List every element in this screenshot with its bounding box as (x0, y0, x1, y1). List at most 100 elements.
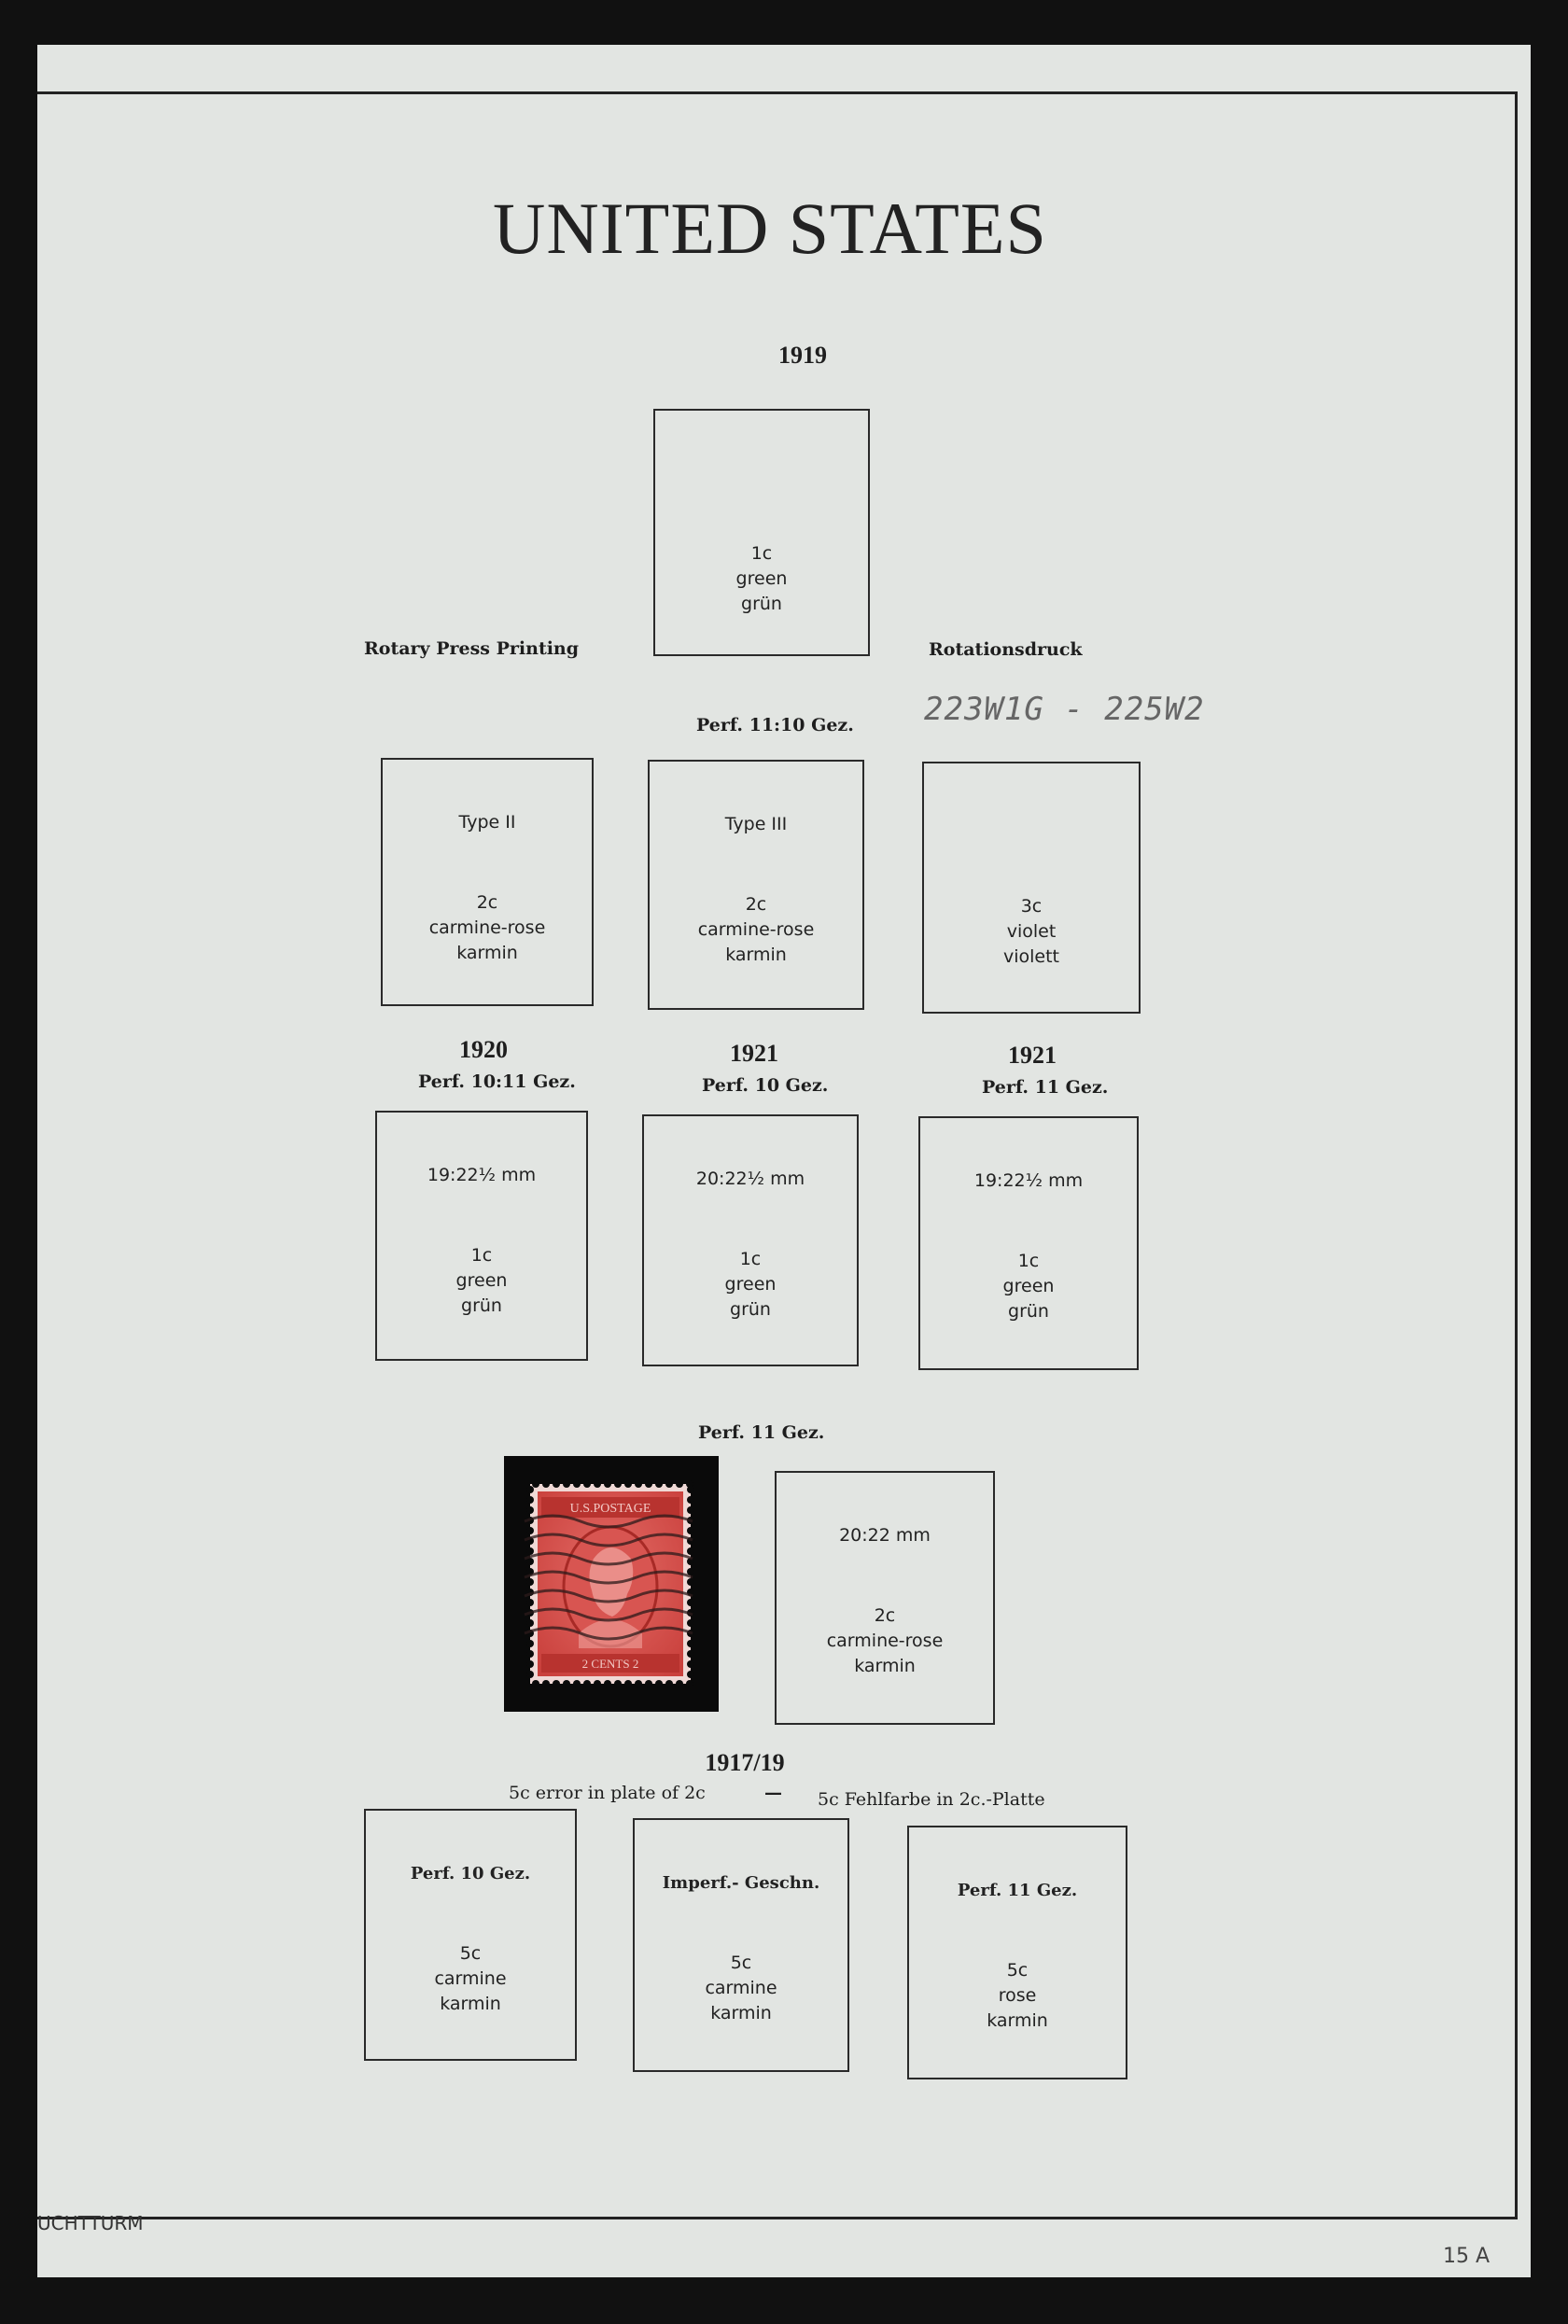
perf-hole (687, 1496, 694, 1504)
size-header: 19:22½ mm (973, 1170, 1084, 1191)
perf-hole (645, 1480, 652, 1488)
error-label-en: 5c error in plate of 2c (509, 1783, 706, 1803)
perf-hole (563, 1680, 570, 1687)
perf-hole (553, 1680, 560, 1687)
perf-hole (573, 1480, 581, 1488)
perf-11-label-b: Perf. 11 Gez. (698, 1422, 825, 1443)
year-1921-a: 1921 (730, 1040, 778, 1067)
perf-hole (687, 1558, 694, 1565)
george-washington-stamp[interactable]: U.S.POSTAGE 2 CENTS 2 (504, 1456, 719, 1712)
perf-hole (687, 1578, 694, 1586)
size-header: 20:22 mm (839, 1525, 931, 1546)
type-header: Type II (458, 812, 516, 833)
color-en: green (1002, 1276, 1055, 1296)
error-label-de: 5c Fehlfarbe in 2c.-Platte (818, 1789, 1045, 1810)
publisher-brand: UCHTTURM (37, 2212, 144, 2234)
perf-header: Imperf.- Geschn. (662, 1873, 820, 1893)
perf-hole (604, 1680, 611, 1687)
perf-hole (532, 1480, 539, 1488)
color-de: violett (1002, 946, 1059, 967)
perf-hole (665, 1680, 673, 1687)
color-de: karmin (456, 943, 518, 963)
denomination: 1c (739, 1249, 762, 1269)
perf-hole (687, 1599, 694, 1606)
perf-10-11-label: Perf. 10:11 Gez. (418, 1071, 576, 1092)
perf-hole (604, 1480, 611, 1488)
denomination: 5c (730, 1953, 752, 1973)
color-en: carmine-rose (697, 919, 815, 940)
year-1920: 1920 (459, 1036, 508, 1063)
album-page: UNITED STATES 1919 1c green grün Rotary … (37, 45, 1531, 2277)
perf-hole (687, 1619, 694, 1627)
stamp-bottom-text: 2 CENTS 2 (582, 1657, 639, 1671)
perf-hole (687, 1671, 694, 1678)
perf-hole (624, 1680, 632, 1687)
perf-hole (526, 1660, 534, 1668)
year-1921-b: 1921 (1008, 1042, 1057, 1069)
perf-hole (526, 1640, 534, 1647)
color-de: grün (1008, 1301, 1049, 1322)
size-header: 20:22½ mm (695, 1169, 805, 1189)
perf-hole (526, 1599, 534, 1606)
year-1919: 1919 (778, 342, 827, 369)
perf-hole (635, 1480, 642, 1488)
denomination: 2c (874, 1605, 896, 1626)
stamp-slot-type-iii: Type III 2c carmine-rose karmin (648, 760, 864, 1010)
error-dash: — (764, 1783, 782, 1803)
perf-hole (687, 1486, 694, 1493)
perf-hole (532, 1680, 539, 1687)
stamp-bottom-band (541, 1654, 679, 1673)
perf-hole (676, 1480, 683, 1488)
color-de: karmin (854, 1656, 916, 1676)
perf-hole (686, 1480, 693, 1488)
perf-hole (687, 1660, 694, 1668)
color-de: grün (741, 594, 782, 614)
stamp-slot-1921-perf11-1c: 19:22½ mm 1c green grün (918, 1116, 1139, 1370)
perf-hole (594, 1480, 601, 1488)
denomination: 2c (476, 892, 498, 913)
color-de: grün (461, 1295, 502, 1316)
perf-11-label-a: Perf. 11 Gez. (982, 1077, 1109, 1098)
rotary-press-label: Rotary Press Printing (364, 638, 580, 659)
perf-11-10-label: Perf. 11:10 Gez. (696, 715, 854, 735)
perf-hole (583, 1480, 591, 1488)
perf-hole (687, 1640, 694, 1647)
perf-hole (542, 1680, 550, 1687)
color-de: grün (730, 1299, 771, 1320)
perf-hole (686, 1680, 693, 1687)
perf-hole (614, 1480, 622, 1488)
perf-hole (583, 1680, 591, 1687)
perf-hole (645, 1680, 652, 1687)
color-en: rose (998, 1985, 1037, 2006)
color-en: carmine-rose (826, 1631, 944, 1651)
stamp-slot-3c-violet: 3c violet violett (922, 762, 1141, 1014)
color-en: carmine-rose (428, 917, 546, 938)
perf-hole (687, 1547, 694, 1555)
denomination: 1c (470, 1245, 493, 1266)
perf-hole (526, 1578, 534, 1586)
perf-hole (687, 1506, 694, 1514)
stamp-slot-5c-perf10: Perf. 10 Gez. 5c carmine karmin (364, 1809, 577, 2061)
perf-hole (573, 1680, 581, 1687)
stamp-slot-5c-perf11: Perf. 11 Gez. 5c rose karmin (907, 1826, 1127, 2079)
perf-header: Perf. 11 Gez. (957, 1881, 1078, 1900)
perf-hole (687, 1568, 694, 1575)
color-en: violet (1006, 921, 1057, 942)
perf-hole (526, 1496, 534, 1504)
stamp-slot-2c-20-22mm: 20:22 mm 2c carmine-rose karmin (775, 1471, 995, 1725)
perf-hole (676, 1680, 683, 1687)
perf-hole (687, 1527, 694, 1534)
rotationsdruck-label: Rotationsdruck (929, 639, 1083, 660)
denomination: 2c (745, 894, 767, 915)
page-title: UNITED STATES (493, 188, 1047, 269)
denomination: 5c (459, 1943, 482, 1964)
color-de: karmin (440, 1994, 501, 2014)
page-number: 15 A (1442, 2245, 1490, 2268)
cancellation-lines (524, 1514, 693, 1641)
type-header: Type III (724, 814, 788, 834)
stamp-mount: U.S.POSTAGE 2 CENTS 2 (504, 1456, 719, 1712)
perf-hole (553, 1480, 560, 1488)
perf-hole (687, 1650, 694, 1658)
perf-10-label: Perf. 10 Gez. (702, 1075, 829, 1096)
perf-hole (624, 1480, 632, 1488)
